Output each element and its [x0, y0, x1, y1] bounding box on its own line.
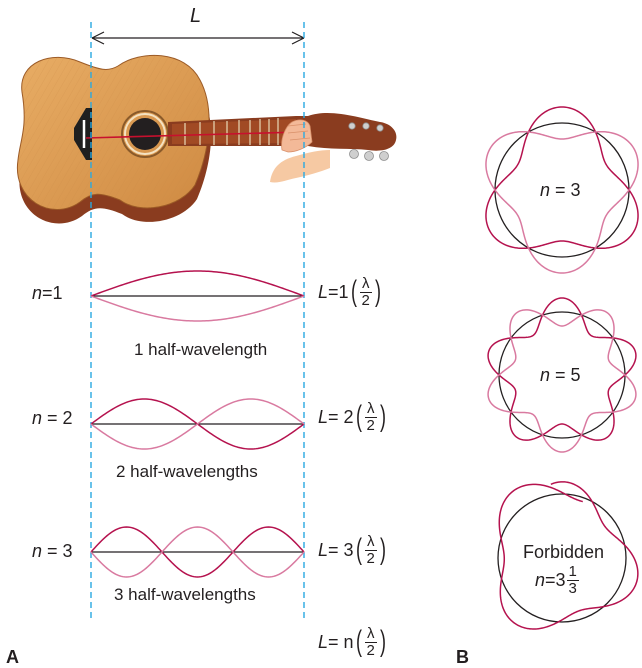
mode-3-label: n = 3 [32, 542, 73, 560]
mode-2-caption: 2 half-wavelengths [116, 463, 258, 480]
orbit-n3-wave-a [486, 107, 638, 248]
panel-b-label: B [456, 648, 469, 666]
mode-1-caption: 1 half-wavelength [134, 341, 267, 358]
orbit-n5-label: n = 5 [540, 366, 581, 384]
mode-1-upper-wave [91, 271, 304, 296]
length-arrow [92, 32, 304, 44]
forbidden-title: Forbidden [523, 543, 604, 561]
standing-waves [91, 271, 304, 577]
mode-2-label: n = 2 [32, 409, 73, 427]
mode-3-caption: 3 half-wavelengths [114, 586, 256, 603]
orbit-n3-wave-b [486, 132, 638, 273]
guitar-illustration [17, 55, 396, 223]
length-label: L [190, 6, 201, 26]
mode-1-lower-wave [91, 296, 304, 321]
orbit-n3-label: n = 3 [540, 181, 581, 199]
mode-1-label: n=1 [32, 284, 63, 302]
panel-a-label: A [6, 648, 19, 666]
